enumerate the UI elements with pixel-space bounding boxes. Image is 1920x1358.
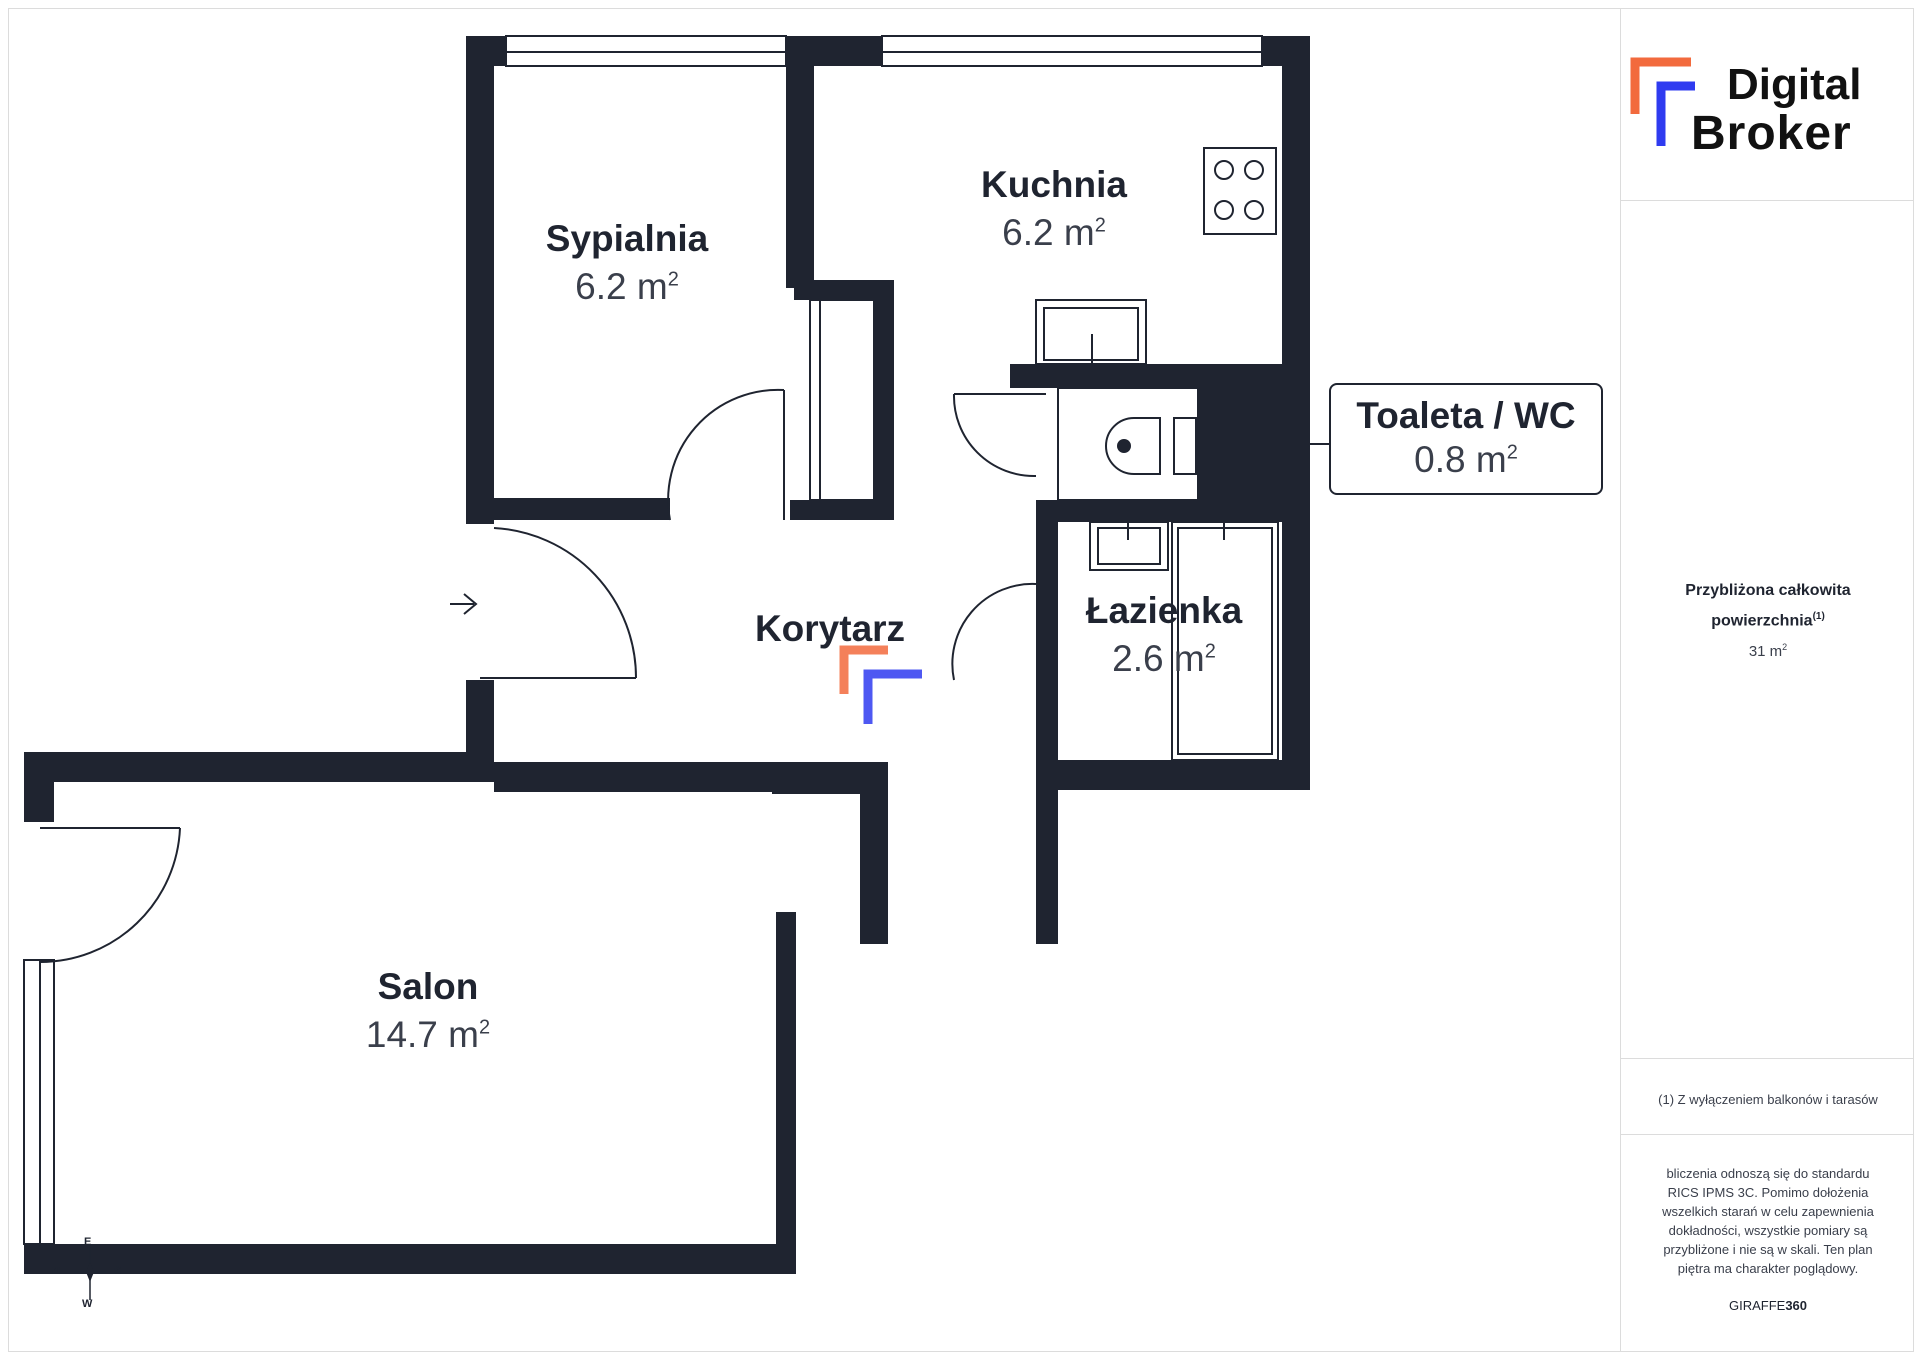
disclaimer-text: bliczenia odnoszą się do standardu RICS … (1662, 1166, 1874, 1276)
compass-east: E (84, 1236, 92, 1248)
floor-plan (23, 35, 1329, 1274)
company-logo: Digital Broker (1621, 8, 1915, 200)
windows (23, 35, 1263, 1245)
giraffe360-brand: GIRAFFE360 (1728, 1298, 1808, 1313)
divider (1621, 200, 1914, 201)
toilet (1057, 387, 1199, 501)
doors (39, 388, 1046, 964)
room-name-bathroom: Łazienka (1085, 590, 1243, 631)
room-area-bedroom: 6.2 m2 (575, 266, 679, 307)
total-area-label: Przybliżona całkowita powierzchnia(1) (1685, 582, 1851, 630)
kitchen-sink (1035, 299, 1147, 365)
room-name-living: Salon (377, 966, 479, 1007)
room-name-bedroom: Sypialnia (545, 218, 709, 259)
room-area-wc: 0.8 m2 (1414, 439, 1518, 480)
logo-text-broker: Broker (1691, 107, 1852, 160)
compass-west: W (82, 1298, 93, 1310)
compass-south: S (114, 1265, 122, 1277)
room-name-corridor: Korytarz (754, 608, 906, 649)
total-area-value: 31 m2 (1748, 642, 1788, 660)
floor-plan-sheet (8, 8, 1914, 1352)
logo-mark-icon (1630, 57, 1695, 146)
stove (1203, 147, 1277, 235)
wc-callout: Toaleta / WC 0.8 m2 (1329, 383, 1603, 495)
watermark-logo-icon (839, 645, 922, 724)
divider (1621, 1058, 1914, 1059)
room-area-bathroom: 2.6 m2 (1112, 638, 1216, 679)
info-sidebar: Digital Broker Przybliżona całkowita pow… (1620, 8, 1914, 1352)
room-area-living: 14.7 m2 (365, 1014, 491, 1055)
room-area-kitchen: 6.2 m2 (1002, 212, 1106, 253)
footnote: (1) Z wyłączeniem balkonów i tarasów (1658, 1092, 1878, 1107)
logo-text-digital: Digital (1727, 60, 1862, 109)
room-name-kitchen: Kuchnia (981, 164, 1127, 205)
divider (1621, 1134, 1914, 1135)
compass-icon (74, 1248, 106, 1300)
compass-north: N (52, 1265, 60, 1277)
room-name-wc: Toaleta / WC (1356, 395, 1576, 436)
bath-fixtures (1089, 521, 1279, 761)
closet (809, 299, 875, 501)
